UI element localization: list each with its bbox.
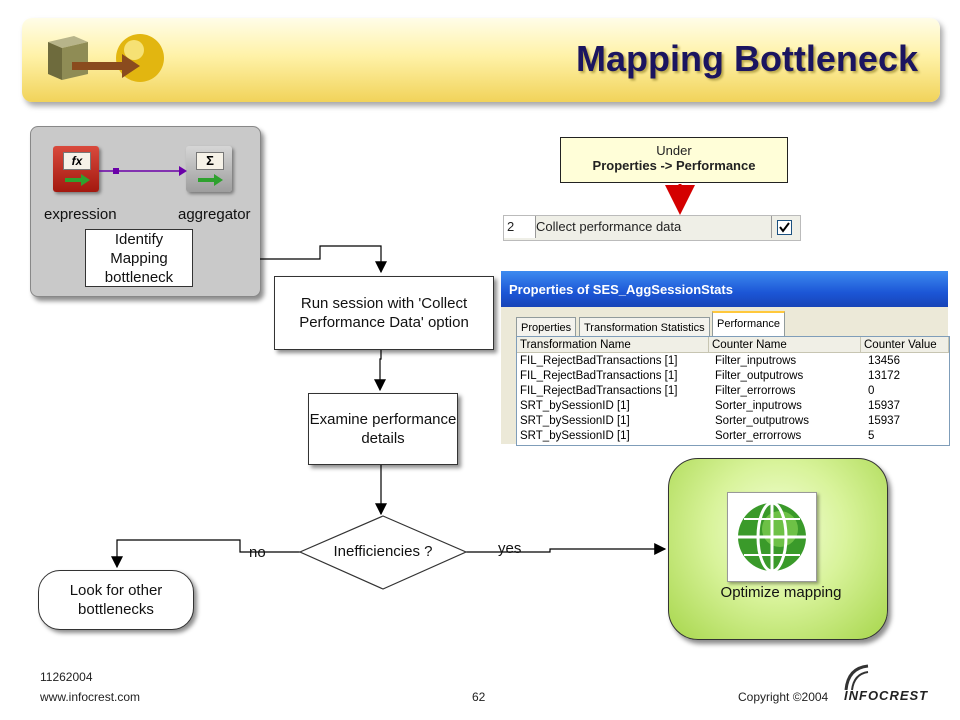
cell-counter-name: Sorter_outputrows (715, 415, 809, 427)
cell-counter-value: 15937 (868, 415, 900, 427)
expression-label: expression (44, 206, 117, 223)
cell-counter-name: Filter_outputrows (715, 370, 804, 382)
cell-counter-name: Filter_errorrows (715, 385, 796, 397)
cell-counter-value: 13456 (868, 355, 900, 367)
run-session-box: Run session with 'Collect Performance Da… (274, 276, 494, 350)
cell-transformation: FIL_RejectBadTransactions [1] (520, 355, 678, 367)
row-number: 2 (504, 216, 536, 238)
examine-details-box: Examine performance details (308, 393, 458, 465)
infocrest-logo-icon: INFOCREST (836, 664, 936, 708)
green-arrow-icon (65, 174, 90, 186)
aggregator-label: aggregator (178, 206, 251, 223)
page-number: 62 (472, 690, 486, 704)
column-header-counter-value[interactable]: Counter Value (861, 337, 949, 353)
tab-performance[interactable]: Performance (712, 311, 785, 339)
sigma-icon: Σ (196, 152, 224, 170)
green-arrow-icon (198, 174, 223, 186)
cell-transformation: FIL_RejectBadTransactions [1] (520, 370, 678, 382)
cell-counter-value: 5 (868, 430, 875, 442)
identify-bottleneck-box: Identify Mapping bottleneck (85, 229, 193, 287)
callout-line1: Under (656, 143, 692, 158)
brand-text: INFOCREST (844, 688, 929, 703)
cell-counter-value: 15937 (868, 400, 900, 412)
cell-divider (771, 216, 772, 238)
tab-transformation-statistics[interactable]: Transformation Statistics (579, 317, 710, 338)
collect-performance-checkbox[interactable] (777, 220, 792, 235)
cell-counter-name: Sorter_errorrows (715, 430, 802, 442)
globe-icon (727, 492, 817, 582)
optimize-label: Optimize mapping (720, 584, 842, 601)
column-header-transformation[interactable]: Transformation Name (517, 337, 709, 353)
yes-label: yes (498, 540, 522, 557)
cell-counter-value: 13172 (868, 370, 900, 382)
performance-table: Transformation Name Counter Name Counter… (516, 336, 950, 446)
page-title: Mapping Bottleneck (575, 38, 918, 79)
aggregator-transform: Σ (186, 146, 232, 192)
footer-copyright: Copyright ©2004 (738, 690, 829, 704)
cell-transformation: SRT_bySessionID [1] (520, 415, 630, 427)
cube-arrow-sphere-logo-icon (44, 28, 164, 90)
footer-date: 11262004 (40, 670, 93, 684)
cell-counter-value: 0 (868, 385, 875, 397)
mapping-link (99, 166, 187, 176)
title-banner (22, 18, 940, 102)
column-header-counter-name[interactable]: Counter Name (709, 337, 861, 353)
decision-text: Inefficiencies ? (333, 543, 433, 560)
cell-transformation: FIL_RejectBadTransactions [1] (520, 385, 678, 397)
cell-transformation: SRT_bySessionID [1] (520, 430, 630, 442)
no-label: no (249, 544, 266, 561)
properties-titlebar: Properties of SES_AggSessionStats (501, 271, 948, 307)
callout-line2: Properties -> Performance (592, 158, 756, 173)
cell-transformation: SRT_bySessionID [1] (520, 400, 630, 412)
checkmark-icon (779, 222, 790, 233)
tab-properties[interactable]: Properties (516, 317, 577, 338)
collect-performance-row: 2 Collect performance data (503, 215, 801, 241)
properties-title: Properties of SES_AggSessionStats (509, 282, 733, 297)
footer-url: www.infocrest.com (40, 690, 141, 704)
callout-box: Under Properties -> Performance (560, 137, 788, 183)
function-icon: fx (63, 152, 91, 170)
cell-counter-name: Filter_inputrows (715, 355, 797, 367)
collect-performance-label: Collect performance data (536, 219, 682, 234)
expression-transform: fx (53, 146, 99, 192)
cell-counter-name: Sorter_inputrows (715, 400, 802, 412)
look-other-bottlenecks-box: Look for other bottlenecks (38, 570, 194, 630)
